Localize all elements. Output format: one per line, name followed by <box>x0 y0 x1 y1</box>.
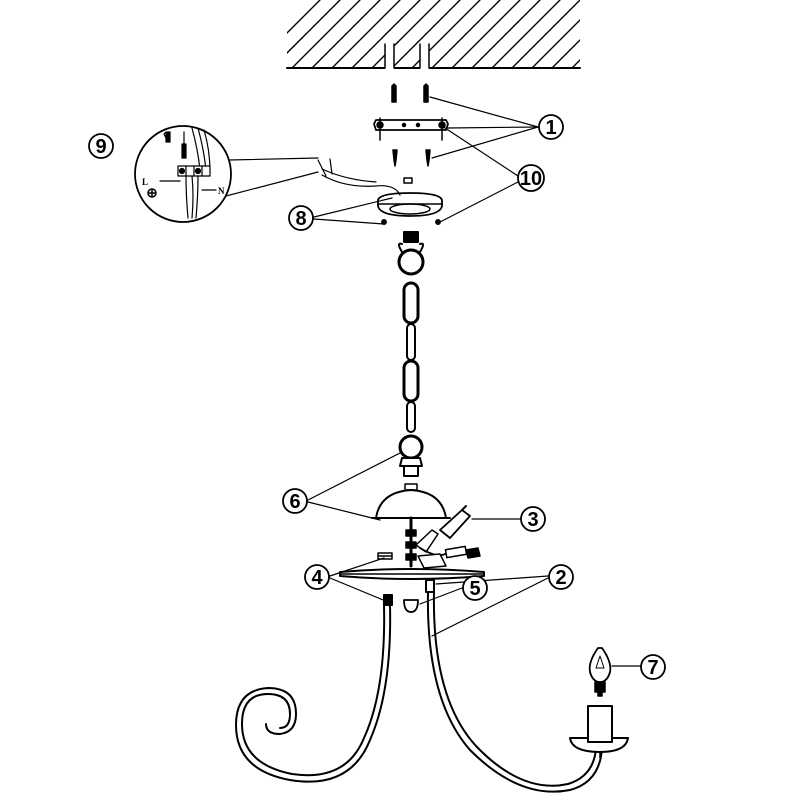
live-label: L <box>142 177 148 187</box>
callout-4: 4 <box>304 564 330 590</box>
callout-1: 1 <box>538 114 564 140</box>
svg-text:8: 8 <box>295 208 306 230</box>
svg-text:1: 1 <box>545 117 556 139</box>
neutral-label: N <box>218 186 225 196</box>
mounting-bracket <box>373 117 449 141</box>
candle-cup <box>569 705 629 759</box>
wiring-detail-inset: L N <box>134 125 319 223</box>
svg-text:3: 3 <box>527 509 538 531</box>
mounting-screws <box>392 149 431 167</box>
svg-text:7: 7 <box>647 657 658 679</box>
terminal-connector <box>415 505 481 569</box>
supply-wires <box>317 158 401 196</box>
right-arm <box>425 579 603 793</box>
callout-9: 9 <box>88 133 114 159</box>
svg-text:2: 2 <box>555 567 566 589</box>
callout-8: 8 <box>288 205 314 231</box>
arm-plate <box>339 552 485 580</box>
arm-cap <box>403 599 419 613</box>
cover-dome <box>371 483 451 519</box>
svg-text:4: 4 <box>311 567 323 589</box>
candle-bulb <box>588 647 612 697</box>
svg-text:5: 5 <box>469 578 480 600</box>
leader-lines <box>307 96 641 667</box>
callout-7: 7 <box>640 654 666 680</box>
svg-text:10: 10 <box>520 168 542 190</box>
ceiling-canopy <box>377 177 443 225</box>
ceiling-hatch <box>286 0 581 69</box>
callout-10: 10 <box>517 164 545 192</box>
left-arm <box>235 594 393 783</box>
wall-plugs <box>391 83 429 103</box>
callout-5: 5 <box>462 575 488 601</box>
callout-3: 3 <box>520 506 546 532</box>
suspension-chain <box>397 231 425 477</box>
callout-2: 2 <box>548 564 574 590</box>
center-rod <box>405 516 417 568</box>
svg-text:6: 6 <box>289 491 300 513</box>
callout-6: 6 <box>282 488 308 514</box>
svg-text:9: 9 <box>95 136 106 158</box>
earth-symbol <box>147 188 157 198</box>
